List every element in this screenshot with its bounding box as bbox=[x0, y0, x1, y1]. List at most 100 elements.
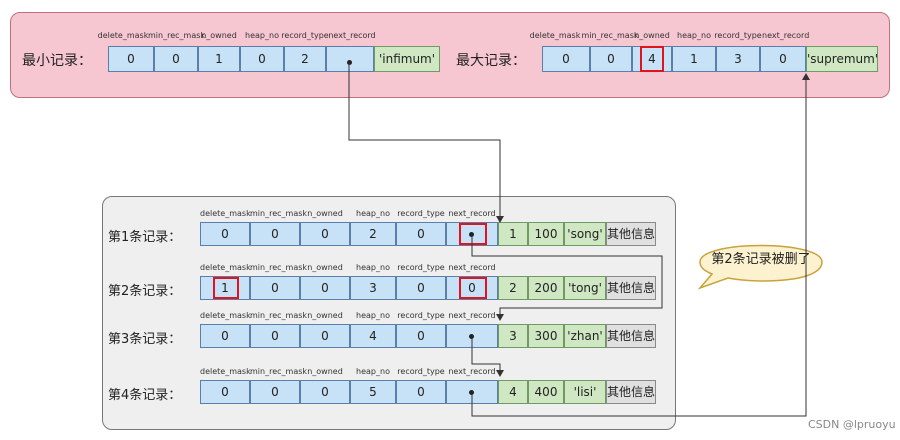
record4-extra: 其他信息 bbox=[606, 380, 656, 404]
field-header: min_rec_mask bbox=[250, 367, 308, 376]
field-header: next_record bbox=[448, 209, 496, 218]
record2-delete-mask: 1 bbox=[200, 276, 250, 300]
record2-id: 2 bbox=[498, 276, 528, 300]
field-header: record_type bbox=[397, 263, 445, 272]
record4-num: 400 bbox=[528, 380, 564, 404]
record3-heap-no: 4 bbox=[350, 324, 396, 348]
min-n-owned: 1 bbox=[198, 46, 240, 72]
record1-delete-mask: 0 bbox=[200, 222, 250, 246]
min-infimum-data: 'infimum' bbox=[374, 46, 440, 72]
record-label: 第1条记录： bbox=[108, 230, 182, 245]
record1-next-highlight bbox=[459, 223, 487, 245]
record3-name: 'zhan' bbox=[564, 324, 606, 348]
field-header: record_type bbox=[281, 31, 329, 40]
record1-record-type: 0 bbox=[396, 222, 446, 246]
record2-next-record: 0 bbox=[446, 276, 498, 300]
record-label: 第2条记录： bbox=[108, 284, 182, 299]
field-header: heap_no bbox=[356, 311, 390, 320]
record1-extra: 其他信息 bbox=[606, 222, 656, 246]
record1-heap-no: 2 bbox=[350, 222, 396, 246]
field-header: next_record bbox=[448, 263, 496, 272]
field-header: n_owned bbox=[307, 311, 343, 320]
field-header: next_record bbox=[762, 31, 810, 40]
watermark: CSDN @lpruoyu bbox=[808, 418, 896, 431]
record3-extra: 其他信息 bbox=[606, 324, 656, 348]
field-header: n_owned bbox=[307, 209, 343, 218]
max-supremum-data: 'supremum' bbox=[806, 46, 878, 72]
field-header: min_rec_mask bbox=[250, 311, 308, 320]
max-next-record: 0 bbox=[760, 46, 806, 72]
record4-delete-mask: 0 bbox=[200, 380, 250, 404]
record4-id: 4 bbox=[498, 380, 528, 404]
field-header: heap_no bbox=[245, 31, 279, 40]
max-min-rec-mask: 0 bbox=[590, 46, 632, 72]
field-header: n_owned bbox=[307, 263, 343, 272]
record2-record-type: 0 bbox=[396, 276, 446, 300]
min-heap-no: 0 bbox=[240, 46, 284, 72]
field-header: delete_mask bbox=[200, 263, 251, 272]
record2-min-rec-mask: 0 bbox=[250, 276, 300, 300]
record2-extra: 其他信息 bbox=[606, 276, 656, 300]
field-header: next_record bbox=[448, 367, 496, 376]
record1-name: 'song' bbox=[564, 222, 606, 246]
min-delete-mask: 0 bbox=[108, 46, 154, 72]
field-header: next_record bbox=[448, 311, 496, 320]
field-header: delete_mask bbox=[200, 367, 251, 376]
callout-text: 第2条记录被删了 bbox=[711, 252, 811, 267]
max-record-label: 最大记录： bbox=[456, 53, 526, 69]
max-delete-mask: 0 bbox=[542, 46, 590, 72]
record2-name: 'tong' bbox=[564, 276, 606, 300]
record1-num: 100 bbox=[528, 222, 564, 246]
max-record-type: 3 bbox=[716, 46, 760, 72]
field-header: n_owned bbox=[634, 31, 670, 40]
next-pointer-dot bbox=[469, 232, 474, 237]
record3-min-rec-mask: 0 bbox=[250, 324, 300, 348]
record1-n-owned: 0 bbox=[300, 222, 350, 246]
record3-num: 300 bbox=[528, 324, 564, 348]
record3-n-owned: 0 bbox=[300, 324, 350, 348]
field-header: heap_no bbox=[356, 209, 390, 218]
record2-next-highlight bbox=[459, 277, 487, 299]
record4-heap-no: 5 bbox=[350, 380, 396, 404]
field-header: delete_mask bbox=[529, 31, 581, 40]
field-header: heap_no bbox=[356, 367, 390, 376]
record2-heap-no: 3 bbox=[350, 276, 396, 300]
field-header: record_type bbox=[397, 311, 445, 320]
record2-n-owned: 0 bbox=[300, 276, 350, 300]
record2-num: 200 bbox=[528, 276, 564, 300]
record3-delete-mask: 0 bbox=[200, 324, 250, 348]
record4-name: 'lisi' bbox=[564, 380, 606, 404]
record4-record-type: 0 bbox=[396, 380, 446, 404]
min-record-label: 最小记录： bbox=[22, 53, 92, 69]
field-header: delete_mask bbox=[97, 31, 149, 40]
min-min-rec-mask: 0 bbox=[154, 46, 198, 72]
field-header: heap_no bbox=[356, 263, 390, 272]
record-label: 第3条记录： bbox=[108, 332, 182, 347]
record4-n-owned: 0 bbox=[300, 380, 350, 404]
record-label: 第4条记录： bbox=[108, 388, 182, 403]
field-header: min_rec_mask bbox=[250, 263, 308, 272]
field-header: min_rec_mask bbox=[581, 31, 639, 40]
field-header: heap_no bbox=[677, 31, 711, 40]
field-header: min_rec_mask bbox=[148, 31, 206, 40]
record1-min-rec-mask: 0 bbox=[250, 222, 300, 246]
field-header: delete_mask bbox=[200, 311, 251, 320]
max-heap-no: 1 bbox=[672, 46, 716, 72]
field-header: min_rec_mask bbox=[250, 209, 308, 218]
field-header: record_type bbox=[714, 31, 762, 40]
min-record-type: 2 bbox=[284, 46, 326, 72]
field-header: record_type bbox=[397, 367, 445, 376]
field-header: record_type bbox=[397, 209, 445, 218]
field-header: next_record bbox=[328, 31, 376, 40]
record4-min-rec-mask: 0 bbox=[250, 380, 300, 404]
max-n-owned-highlight bbox=[640, 46, 664, 72]
min-next-record bbox=[326, 46, 374, 72]
next-pointer-dot bbox=[469, 334, 474, 339]
record2-delete-mask-highlight bbox=[213, 277, 239, 299]
next-pointer-dot bbox=[469, 390, 474, 395]
record3-id: 3 bbox=[498, 324, 528, 348]
field-header: n_owned bbox=[307, 367, 343, 376]
field-header: n_owned bbox=[201, 31, 237, 40]
